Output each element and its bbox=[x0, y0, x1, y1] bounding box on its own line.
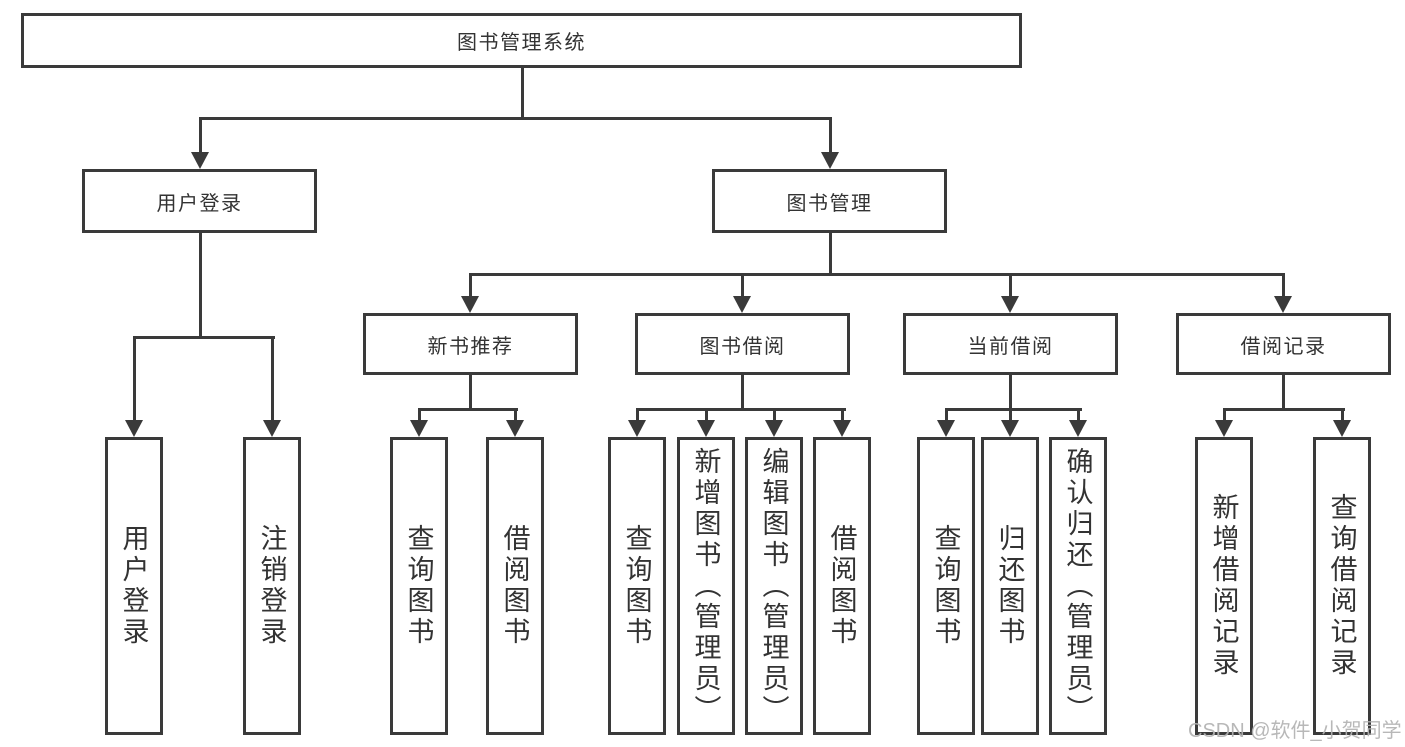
node-borrowing-records-label: 借阅记录 bbox=[1240, 335, 1327, 358]
node-new-book-recommendation-label: 新书推荐 bbox=[427, 335, 514, 358]
node-user-login: 用户登录 bbox=[82, 169, 317, 233]
leaf-user-login-label: 用户登录 bbox=[118, 524, 149, 648]
leaf-return-books: 归还图书 bbox=[981, 437, 1039, 735]
leaf-query-books-borrowing-label: 查询图书 bbox=[621, 524, 652, 648]
arrowhead-icon bbox=[1333, 420, 1351, 437]
leaf-query-books-recommend-label: 查询图书 bbox=[403, 524, 434, 648]
arrowhead-icon bbox=[937, 420, 955, 437]
leaf-add-book-admin-label: 新增图书（管理员） bbox=[690, 446, 721, 726]
connector-line bbox=[1281, 276, 1285, 298]
node-user-login-label: 用户登录 bbox=[156, 192, 243, 215]
leaf-query-books-recommend: 查询图书 bbox=[390, 437, 448, 735]
leaf-edit-book-admin: 编辑图书（管理员） bbox=[745, 437, 803, 735]
arrowhead-icon bbox=[1001, 420, 1019, 437]
connector-line bbox=[270, 339, 274, 422]
arrowhead-icon bbox=[765, 420, 783, 437]
connector-line bbox=[840, 411, 844, 422]
leaf-add-borrow-record: 新增借阅记录 bbox=[1195, 437, 1253, 735]
connector-line bbox=[1008, 276, 1012, 298]
leaf-borrow-books-recommend-label: 借阅图书 bbox=[499, 524, 530, 648]
leaf-return-books-label: 归还图书 bbox=[994, 524, 1025, 648]
connector-line bbox=[198, 233, 202, 339]
leaf-query-books-current: 查询图书 bbox=[917, 437, 975, 735]
node-book-management: 图书管理 bbox=[712, 169, 947, 233]
connector-line bbox=[198, 117, 832, 120]
node-book-borrowing-label: 图书借阅 bbox=[699, 335, 786, 358]
connector-line bbox=[1076, 411, 1080, 422]
connector-line bbox=[468, 273, 1285, 276]
connector-line bbox=[513, 411, 517, 422]
node-borrowing-records: 借阅记录 bbox=[1176, 313, 1391, 375]
connector-line bbox=[198, 119, 202, 153]
arrowhead-icon bbox=[697, 420, 715, 437]
leaf-logout-label: 注销登录 bbox=[256, 524, 287, 648]
leaf-borrow-books-borrowing: 借阅图书 bbox=[813, 437, 871, 735]
arrowhead-icon bbox=[461, 296, 479, 313]
leaf-borrow-books-borrowing-label: 借阅图书 bbox=[826, 524, 857, 648]
connector-line bbox=[1340, 411, 1344, 422]
connector-line bbox=[520, 68, 524, 119]
arrowhead-icon bbox=[191, 152, 209, 169]
arrowhead-icon bbox=[1215, 420, 1233, 437]
node-current-borrowing-label: 当前借阅 bbox=[967, 335, 1054, 358]
connector-line bbox=[468, 276, 472, 298]
leaf-confirm-return-admin-label: 确认归还（管理员） bbox=[1062, 446, 1093, 726]
arrowhead-icon bbox=[733, 296, 751, 313]
arrowhead-icon bbox=[833, 420, 851, 437]
connector-line bbox=[740, 375, 744, 411]
connector-line bbox=[1008, 411, 1012, 422]
connector-line bbox=[1222, 408, 1345, 411]
connector-line bbox=[740, 276, 744, 298]
arrowhead-icon bbox=[125, 420, 143, 437]
arrowhead-icon bbox=[628, 420, 646, 437]
node-library-system-label: 图书管理系统 bbox=[457, 32, 586, 54]
node-new-book-recommendation: 新书推荐 bbox=[363, 313, 578, 375]
connector-line bbox=[828, 233, 832, 276]
arrowhead-icon bbox=[1001, 296, 1019, 313]
leaf-query-books-current-label: 查询图书 bbox=[930, 524, 961, 648]
connector-line bbox=[944, 408, 1082, 411]
leaf-user-login: 用户登录 bbox=[105, 437, 163, 735]
connector-line bbox=[132, 336, 275, 339]
connector-line bbox=[772, 411, 776, 422]
node-library-system: 图书管理系统 bbox=[21, 13, 1022, 68]
arrowhead-icon bbox=[506, 420, 524, 437]
arrowhead-icon bbox=[1274, 296, 1292, 313]
arrowhead-icon bbox=[821, 152, 839, 169]
leaf-add-borrow-record-label: 新增借阅记录 bbox=[1208, 493, 1239, 679]
leaf-query-borrow-record: 查询借阅记录 bbox=[1313, 437, 1371, 735]
connector-line bbox=[417, 408, 518, 411]
connector-line bbox=[468, 375, 472, 411]
leaf-query-books-borrowing: 查询图书 bbox=[608, 437, 666, 735]
node-book-borrowing: 图书借阅 bbox=[635, 313, 850, 375]
leaf-borrow-books-recommend: 借阅图书 bbox=[486, 437, 544, 735]
csdn-watermark: CSDN @软件_小贺同学 bbox=[1188, 720, 1402, 742]
connector-line bbox=[417, 411, 421, 422]
leaf-logout: 注销登录 bbox=[243, 437, 301, 735]
leaf-query-borrow-record-label: 查询借阅记录 bbox=[1326, 493, 1357, 679]
connector-line bbox=[1222, 411, 1226, 422]
connector-line bbox=[635, 408, 846, 411]
arrowhead-icon bbox=[1069, 420, 1087, 437]
node-current-borrowing: 当前借阅 bbox=[903, 313, 1118, 375]
connector-line bbox=[635, 411, 639, 422]
leaf-add-book-admin: 新增图书（管理员） bbox=[677, 437, 735, 735]
connector-line bbox=[944, 411, 948, 422]
node-book-management-label: 图书管理 bbox=[786, 192, 873, 215]
connector-line bbox=[1008, 375, 1012, 411]
leaf-confirm-return-admin: 确认归还（管理员） bbox=[1049, 437, 1107, 735]
connector-line bbox=[828, 119, 832, 153]
connector-line bbox=[132, 339, 136, 422]
connector-line bbox=[704, 411, 708, 422]
leaf-edit-book-admin-label: 编辑图书（管理员） bbox=[758, 446, 789, 726]
arrowhead-icon bbox=[263, 420, 281, 437]
connector-line bbox=[1281, 375, 1285, 411]
arrowhead-icon bbox=[410, 420, 428, 437]
